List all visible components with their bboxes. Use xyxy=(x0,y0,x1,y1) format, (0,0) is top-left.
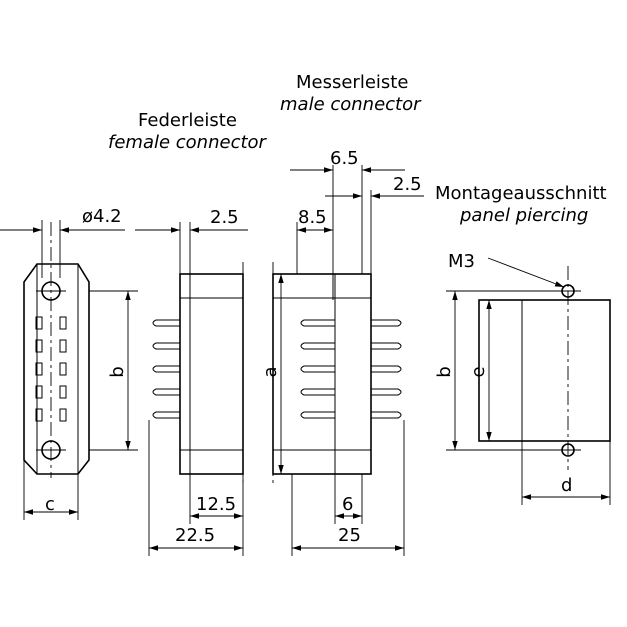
male-connector-label-de: Messerleiste xyxy=(296,72,408,93)
male-connector-blades xyxy=(300,319,335,419)
female-connector-body xyxy=(179,273,244,475)
dim-6-5: 6.5 xyxy=(330,148,359,169)
panel-cutout xyxy=(478,299,611,442)
dim-25: 25 xyxy=(338,525,361,546)
female-connector-pins xyxy=(152,319,180,419)
dim-2-5-female: 2.5 xyxy=(210,207,239,228)
panel-piercing-label-en: panel piercing xyxy=(459,205,588,226)
dim-b-left: b xyxy=(107,366,128,377)
dim-d: d xyxy=(561,475,572,496)
dim-diameter-4-2: ø4.2 xyxy=(82,206,122,227)
male-connector-pins xyxy=(371,319,402,419)
dim-22-5: 22.5 xyxy=(175,525,215,546)
dim-8-5: 8.5 xyxy=(298,207,327,228)
female-connector-label-de: Federleiste xyxy=(138,110,237,131)
screw-size-label: M3 xyxy=(448,251,475,272)
panel-piercing-view: M3 b e d xyxy=(434,251,611,505)
mated-connectors-side-view: a 2.5 8.5 6.5 2.5 12.5 xyxy=(135,148,424,556)
female-connector-label-en: female connector xyxy=(108,132,268,153)
dim-12-5: 12.5 xyxy=(196,494,236,515)
dim-c: c xyxy=(45,494,55,515)
dim-2-5-male: 2.5 xyxy=(393,174,422,195)
contact-slots xyxy=(35,316,67,422)
male-connector-label-en: male connector xyxy=(280,94,422,115)
panel-piercing-label-de: Montageausschnitt xyxy=(435,183,607,204)
male-connector-body xyxy=(272,273,372,475)
dim-6: 6 xyxy=(342,494,353,515)
dim-e: e xyxy=(468,366,489,377)
dim-b-right: b xyxy=(434,366,455,377)
female-connector-front-view: ø4.2 b c xyxy=(0,206,138,520)
dim-a: a xyxy=(260,366,281,377)
